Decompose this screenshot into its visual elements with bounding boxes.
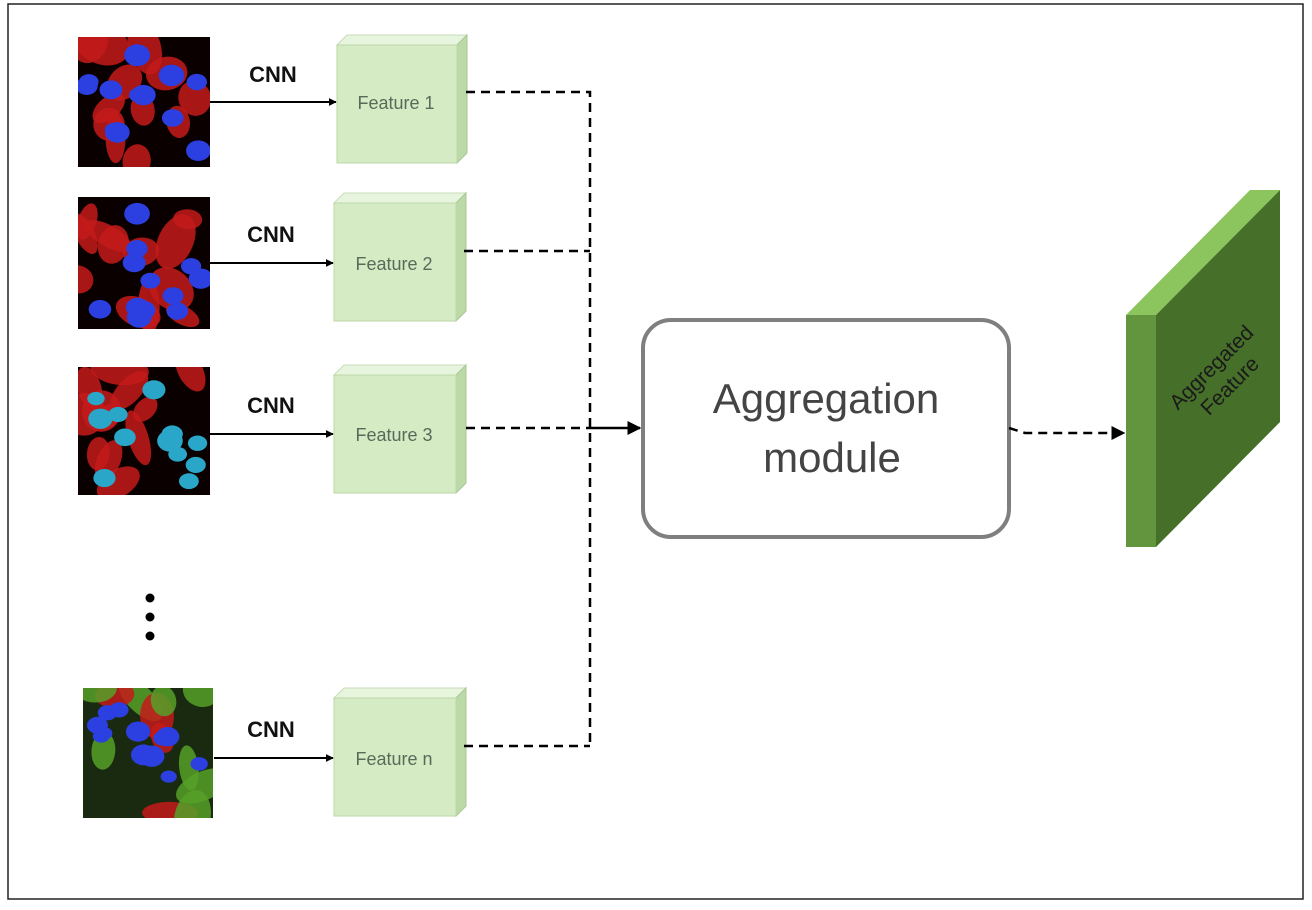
ellipsis-dots — [145, 593, 155, 641]
aggregation-output-arrow — [1008, 426, 1126, 440]
aggregated-feature-slab — [1126, 190, 1280, 547]
feature-label-n: Feature n — [355, 749, 432, 769]
feature-box-n — [332, 686, 468, 818]
microscopy-image-n — [83, 688, 213, 818]
feature-label-2: Feature 2 — [355, 254, 432, 274]
feature-box-1 — [335, 33, 469, 165]
aggregation-label-line2: module — [763, 434, 901, 481]
feature-box-3 — [332, 363, 468, 495]
cnn-label-1: CNN — [249, 62, 297, 87]
aggregation-label-line1: Aggregation — [713, 375, 940, 422]
microscopy-image-1 — [78, 37, 210, 167]
dashed-connectors — [464, 90, 592, 748]
cnn-label-3: CNN — [247, 393, 295, 418]
microscopy-image-2 — [78, 197, 210, 329]
feature-label-1: Feature 1 — [357, 93, 434, 113]
feature-label-3: Feature 3 — [355, 425, 432, 445]
aggregation-module — [641, 318, 1011, 539]
feature-box-2 — [332, 191, 468, 323]
cnn-label-2: CNN — [247, 222, 295, 247]
microscopy-image-3 — [78, 367, 210, 495]
cnn-label-n: CNN — [247, 717, 295, 742]
